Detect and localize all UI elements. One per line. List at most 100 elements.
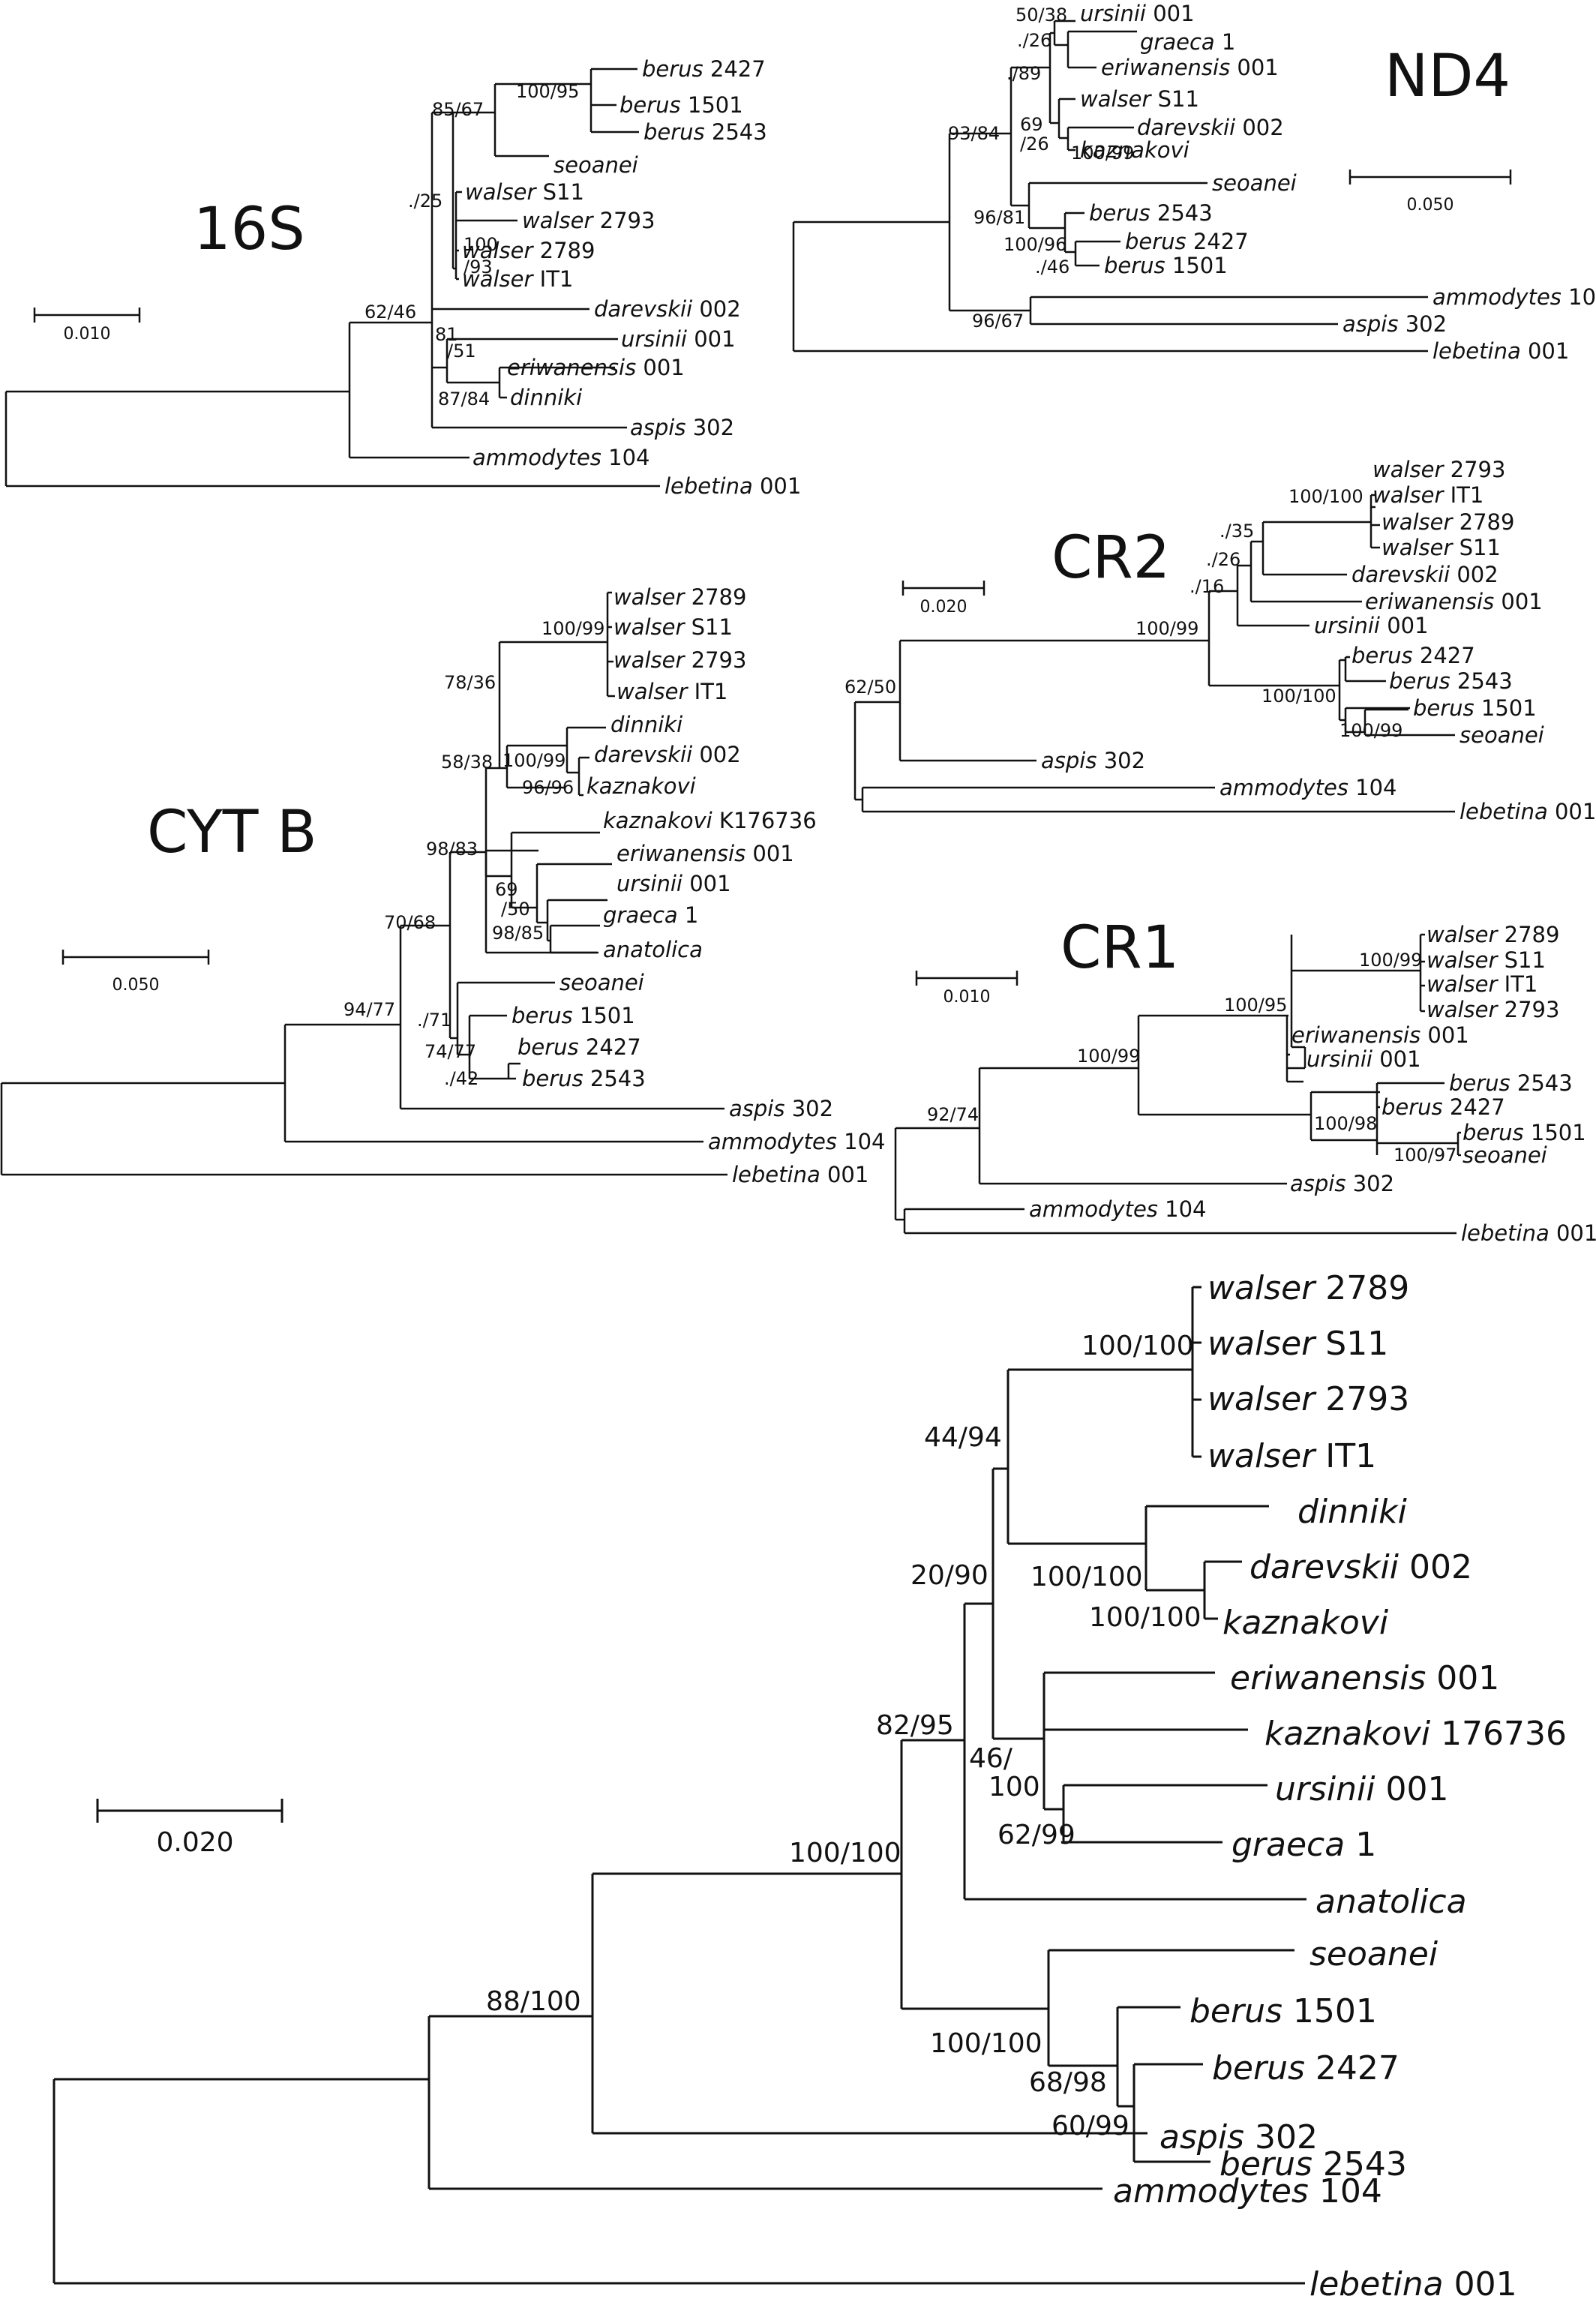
support-value: 100 (988, 1772, 1040, 1802)
tip-label: lebetina 001 (732, 1162, 868, 1187)
support-value: 69 (1020, 114, 1043, 135)
tip-label: ursinii 001 (1080, 1, 1195, 26)
tree-title: CYT B (147, 799, 317, 866)
tip-label: eriwanensis 001 (1101, 55, 1279, 80)
tip-label: walser IT1 (462, 266, 573, 292)
support-value: 100/99 (1136, 618, 1198, 639)
tip-label: berus 2543 (1220, 2145, 1407, 2183)
support-value: 100/100 (1089, 1602, 1202, 1633)
tree-cr2: CR2 0.020 (844, 457, 1596, 824)
support-value: ./46 (1035, 257, 1070, 278)
tip-label: berus 1501 (512, 1003, 635, 1028)
tip-label: ursinii 001 (1275, 1770, 1448, 1808)
tip-label: walser 2789 (462, 238, 595, 263)
tip-label: eriwanensis 001 (1292, 1022, 1469, 1048)
tip-label: lebetina 001 (1460, 799, 1596, 824)
tip-label: berus 2543 (1449, 1070, 1573, 1096)
tip-labels: walser 2789 walser S11 walser IT1 walser… (1029, 922, 1596, 1246)
branches (792, 20, 1428, 353)
tip-label: walser 2789 (1382, 509, 1514, 535)
tip-label: berus 1501 (1190, 1992, 1377, 2030)
scale-bar: 0.020 (902, 581, 986, 617)
tip-label: berus 2427 (1382, 1094, 1505, 1120)
tip-label: anatolica (603, 937, 703, 962)
branches (4, 68, 660, 488)
tip-label: graeca 1 (1232, 1826, 1376, 1864)
support-value: 58/38 (441, 752, 493, 773)
tip-label: aspis 302 (1290, 1171, 1394, 1196)
tip-label: aspis 302 (1342, 311, 1447, 337)
support-value: ./26 (1017, 30, 1052, 51)
support-value: 100/100 (1082, 1331, 1194, 1361)
tip-label: lebetina 001 (664, 473, 801, 499)
tip-label: aspis 302 (630, 415, 734, 440)
scale-label: 0.010 (64, 325, 111, 344)
support-value: 96/96 (522, 777, 574, 798)
tip-label: berus 2543 (1089, 200, 1213, 226)
support-value: 100/100 (1030, 1562, 1143, 1592)
support-value: 87/84 (438, 389, 490, 410)
tip-label: darevskii 002 (1250, 1548, 1472, 1586)
branches (0, 591, 728, 1176)
tip-label: ammodytes 104 (1432, 284, 1596, 310)
tip-label: seoanei (1460, 722, 1544, 748)
support-value: 60/99 (1052, 2111, 1130, 2141)
scale-bar: 0.010 (915, 971, 1018, 1007)
support-values: 50/38 ./26 ./89 69 /26 100/99 93/84 96/8… (948, 5, 1134, 332)
support-value: 62/50 (844, 677, 896, 698)
support-value: 98/83 (426, 839, 478, 860)
tip-label: walser 2793 (1372, 457, 1505, 482)
support-value: 92/74 (927, 1104, 979, 1125)
support-values: 100/99 78/36 58/38 100/99 96/96 98/83 69… (344, 618, 604, 1089)
support-value: 78/36 (444, 672, 496, 693)
tip-labels: berus 2427 berus 1501 berus 2543 seoanei… (462, 56, 801, 499)
tip-label: berus 2427 (642, 56, 766, 82)
tip-label: eriwanensis 001 (1230, 1659, 1499, 1697)
tree-title: CR1 (1060, 914, 1179, 982)
tip-label: ammodytes 104 (472, 445, 650, 470)
tip-label: berus 2543 (644, 119, 767, 145)
tip-label: walser S11 (614, 614, 733, 640)
tip-label: berus 2427 (518, 1034, 641, 1060)
tip-label: berus 2427 (1352, 643, 1475, 668)
tip-labels: ursinii 001 graeca 1 eriwanensis 001 wal… (1080, 1, 1596, 364)
support-values: 100/100 ./35 ./26 ./16 100/99 62/50 100/… (844, 486, 1402, 741)
support-value: 100/100 (1262, 686, 1336, 707)
tip-label: berus 2543 (1389, 668, 1513, 694)
tree-title: ND4 (1384, 43, 1510, 110)
tip-label: berus 1501 (1104, 253, 1228, 278)
tip-label: seoanei (1462, 1142, 1547, 1168)
tip-label: kaznakovi (1080, 137, 1190, 163)
tip-label: walser IT1 (1426, 971, 1538, 997)
support-value: 100/97 (1394, 1145, 1456, 1166)
support-value: ./35 (1220, 521, 1254, 542)
support-value: 62/99 (998, 1820, 1076, 1850)
tip-label: berus 1501 (620, 92, 743, 118)
scale-bar: 0.050 (62, 950, 210, 995)
scale-label: 0.050 (112, 976, 160, 995)
tip-label: walser 2789 (614, 584, 746, 610)
support-value: 50/38 (1016, 5, 1067, 26)
support-value: ./25 (408, 191, 442, 212)
tree-combined: 0.020 (52, 1269, 1567, 2303)
tip-labels: walser 2789 walser S11 walser 2793 walse… (512, 584, 885, 1187)
support-value: 100/99 (1071, 143, 1134, 164)
tip-label: walser S11 (1426, 947, 1546, 973)
support-values: 100/99 100/95 100/99 92/74 100/98 100/97 (927, 950, 1456, 1166)
support-value: /50 (501, 899, 530, 920)
tip-label: ursinii 001 (616, 871, 731, 896)
support-value: 69 (495, 879, 518, 900)
tip-label: ammodytes 104 (708, 1129, 885, 1154)
scale-bar: 0.020 (96, 1799, 284, 1858)
tip-label: eriwanensis 001 (507, 355, 685, 380)
tip-label: walser S11 (1208, 1325, 1388, 1363)
support-value: 100/99 (502, 750, 566, 771)
support-value: 100/96 (1004, 234, 1066, 255)
tip-label: darevskii 002 (1137, 115, 1284, 140)
support-value: 100/100 (789, 1838, 902, 1868)
tip-label: lebetina 001 (1461, 1220, 1596, 1246)
tip-label: aspis 302 (1041, 748, 1145, 773)
tip-label: ammodytes 104 (1113, 2172, 1382, 2210)
tip-label: walser 2789 (1426, 922, 1559, 947)
